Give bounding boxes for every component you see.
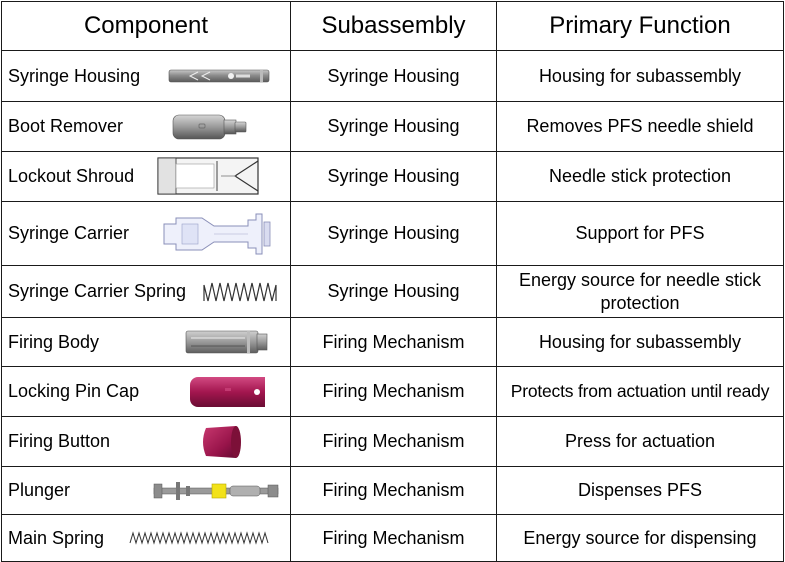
table-row: Syringe Housing Syringe Housing Housing … xyxy=(1,50,784,102)
component-name: Syringe Housing xyxy=(8,65,141,86)
function-cell: Housing for subassembly xyxy=(496,317,784,367)
subassembly-cell: Firing Mechanism xyxy=(290,466,497,515)
subassembly-cell: Firing Mechanism xyxy=(290,514,497,562)
component-cell: Main Spring xyxy=(1,514,291,562)
component-name: Plunger xyxy=(8,480,71,500)
subassembly-cell: Syringe Housing xyxy=(290,201,497,266)
plunger-icon xyxy=(153,481,279,500)
subassembly-cell: Firing Mechanism xyxy=(290,366,497,417)
function-cell: Dispenses PFS xyxy=(496,466,784,515)
firing-body-icon xyxy=(185,330,268,354)
table-row: Firing Button Firing Mechanism Press for… xyxy=(1,416,784,467)
function-cell: Removes PFS needle shield xyxy=(496,101,784,152)
boot-remover-icon xyxy=(172,114,247,139)
subassembly-cell: Syringe Housing xyxy=(290,50,497,102)
component-name: Firing Body xyxy=(8,331,100,352)
component-cell: Boot Remover xyxy=(1,101,291,152)
firing-button-icon xyxy=(203,425,241,458)
header-row: Component Subassembly Primary Function xyxy=(1,1,784,51)
table-row: Firing Body Firing Mechanism Housing for… xyxy=(1,317,784,367)
table-row: Syringe Carrier Syringe Housing Support … xyxy=(1,201,784,266)
function-cell: Press for actuation xyxy=(496,416,784,467)
table-row: Plunger Firing Mechanism Dispenses PFS xyxy=(1,466,784,515)
locking-pin-cap-icon xyxy=(190,376,265,407)
syringe-housing-icon xyxy=(168,69,270,83)
component-cell: Syringe Carrier Spring xyxy=(1,265,291,318)
component-name: Lockout Shroud xyxy=(8,166,135,186)
component-cell: Lockout Shroud xyxy=(1,151,291,202)
subassembly-cell: Firing Mechanism xyxy=(290,416,497,467)
subassembly-cell: Syringe Housing xyxy=(290,101,497,152)
syringe-carrier-icon xyxy=(163,213,271,254)
function-cell: Housing for subassembly xyxy=(496,50,784,102)
component-cell: Syringe Housing xyxy=(1,50,291,102)
function-cell: Support for PFS xyxy=(496,201,784,266)
component-name: Main Spring xyxy=(8,527,105,548)
header-component: Component xyxy=(1,1,291,51)
function-cell: Energy source for dispensing xyxy=(496,514,784,562)
component-name: Syringe Carrier xyxy=(8,223,130,243)
subassembly-cell: Syringe Housing xyxy=(290,151,497,202)
subassembly-cell: Firing Mechanism xyxy=(290,317,497,367)
header-subassembly: Subassembly xyxy=(290,1,497,51)
main-spring-icon xyxy=(129,531,269,545)
function-cell: Protects from actuation until ready xyxy=(496,366,784,417)
component-name: Locking Pin Cap xyxy=(8,381,140,401)
component-cell: Firing Button xyxy=(1,416,291,467)
carrier-spring-icon xyxy=(203,282,277,301)
table-row: Locking Pin Cap Firing Mechanism Protect… xyxy=(1,366,784,417)
table-row: Lockout Shroud Syringe Housing Needle st… xyxy=(1,151,784,202)
component-name: Syringe Carrier Spring xyxy=(8,281,187,301)
table-row: Syringe Carrier Spring Syringe Housing E… xyxy=(1,265,784,318)
component-name: Boot Remover xyxy=(8,116,124,136)
component-name: Firing Button xyxy=(8,431,111,451)
function-cell: Needle stick protection xyxy=(496,151,784,202)
table-row: Boot Remover Syringe Housing Removes PFS… xyxy=(1,101,784,152)
component-cell: Plunger xyxy=(1,466,291,515)
table-row: Main Spring Firing Mechanism Energy sour… xyxy=(1,514,784,562)
lockout-shroud-icon xyxy=(157,156,259,195)
component-cell: Locking Pin Cap xyxy=(1,366,291,417)
component-cell: Syringe Carrier xyxy=(1,201,291,266)
subassembly-cell: Syringe Housing xyxy=(290,265,497,318)
header-primary-function: Primary Function xyxy=(496,1,784,51)
function-cell: Energy source for needle stick protectio… xyxy=(496,265,784,318)
component-cell: Firing Body xyxy=(1,317,291,367)
